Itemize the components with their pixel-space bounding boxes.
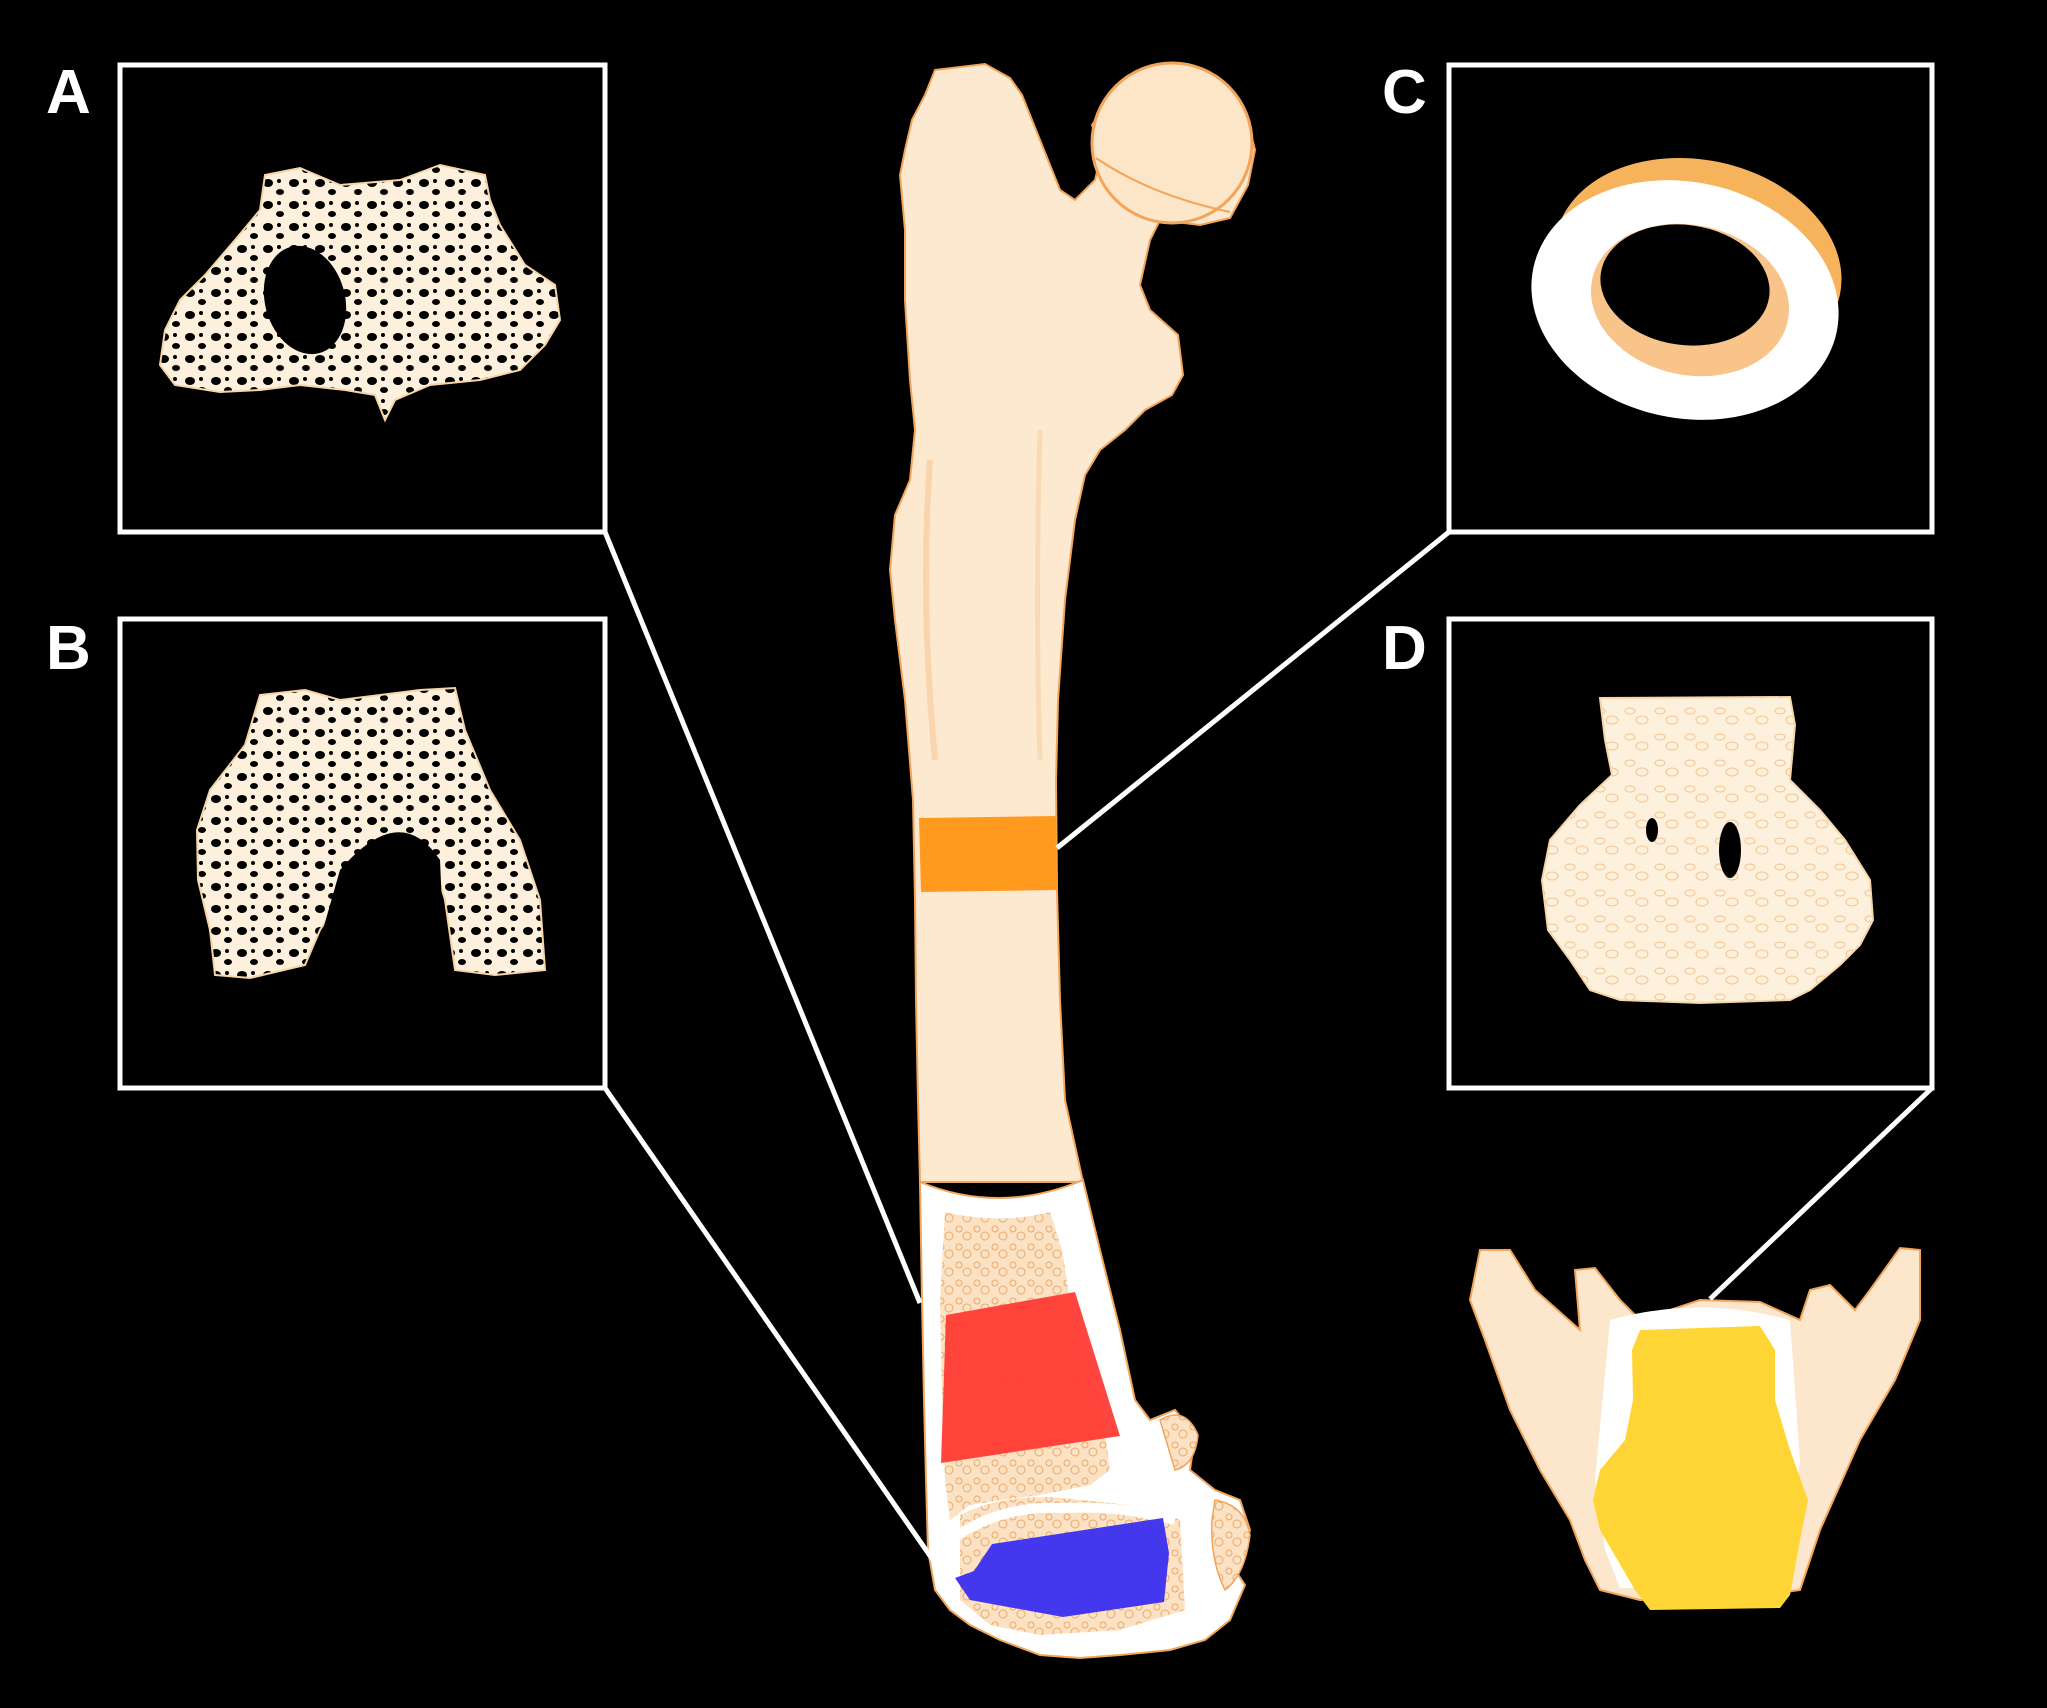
femur-shaft bbox=[888, 62, 1257, 1183]
connector-line-a bbox=[602, 531, 923, 1304]
shaft-shading bbox=[1035, 429, 1043, 761]
inset-frame-b bbox=[117, 616, 608, 1091]
metaphyseal-trabecular-roi bbox=[941, 1292, 1120, 1463]
connector-line-d bbox=[1708, 1086, 1934, 1301]
inset-frames bbox=[117, 62, 1935, 1575]
condyle bbox=[1211, 1499, 1251, 1592]
inset-frame-d bbox=[1446, 616, 1935, 1091]
panel-b-trabecular-render bbox=[195, 686, 547, 980]
epiphyseal-trabecular-roi bbox=[955, 1518, 1169, 1617]
inset-frame-c bbox=[1446, 62, 1935, 535]
vertebra-cross-section bbox=[1468, 1246, 1921, 1610]
head-neck-junction bbox=[1095, 157, 1231, 213]
panel-label-b: B bbox=[46, 614, 91, 683]
panel-label-a: A bbox=[46, 58, 91, 127]
panel-d-trabecular-render bbox=[1540, 695, 1875, 1005]
vertebral-trabecular-roi bbox=[1593, 1326, 1808, 1610]
connector-line-b bbox=[602, 1086, 945, 1575]
femoral-head bbox=[1090, 61, 1254, 225]
cortical-roi-band bbox=[919, 816, 1057, 892]
femur-3d-render bbox=[888, 61, 1257, 1660]
panel-c-cortical-ring-render bbox=[1531, 157, 1842, 420]
panel-a-trabecular-render bbox=[158, 163, 562, 423]
panel-label-d: D bbox=[1382, 614, 1427, 683]
panel-label-c: C bbox=[1382, 58, 1427, 127]
growth-plate bbox=[947, 1502, 1177, 1545]
condyle bbox=[1159, 1414, 1199, 1471]
shaft-shading bbox=[923, 459, 938, 761]
inset-frame-a bbox=[117, 62, 608, 535]
connector-line-c bbox=[1055, 530, 1451, 850]
